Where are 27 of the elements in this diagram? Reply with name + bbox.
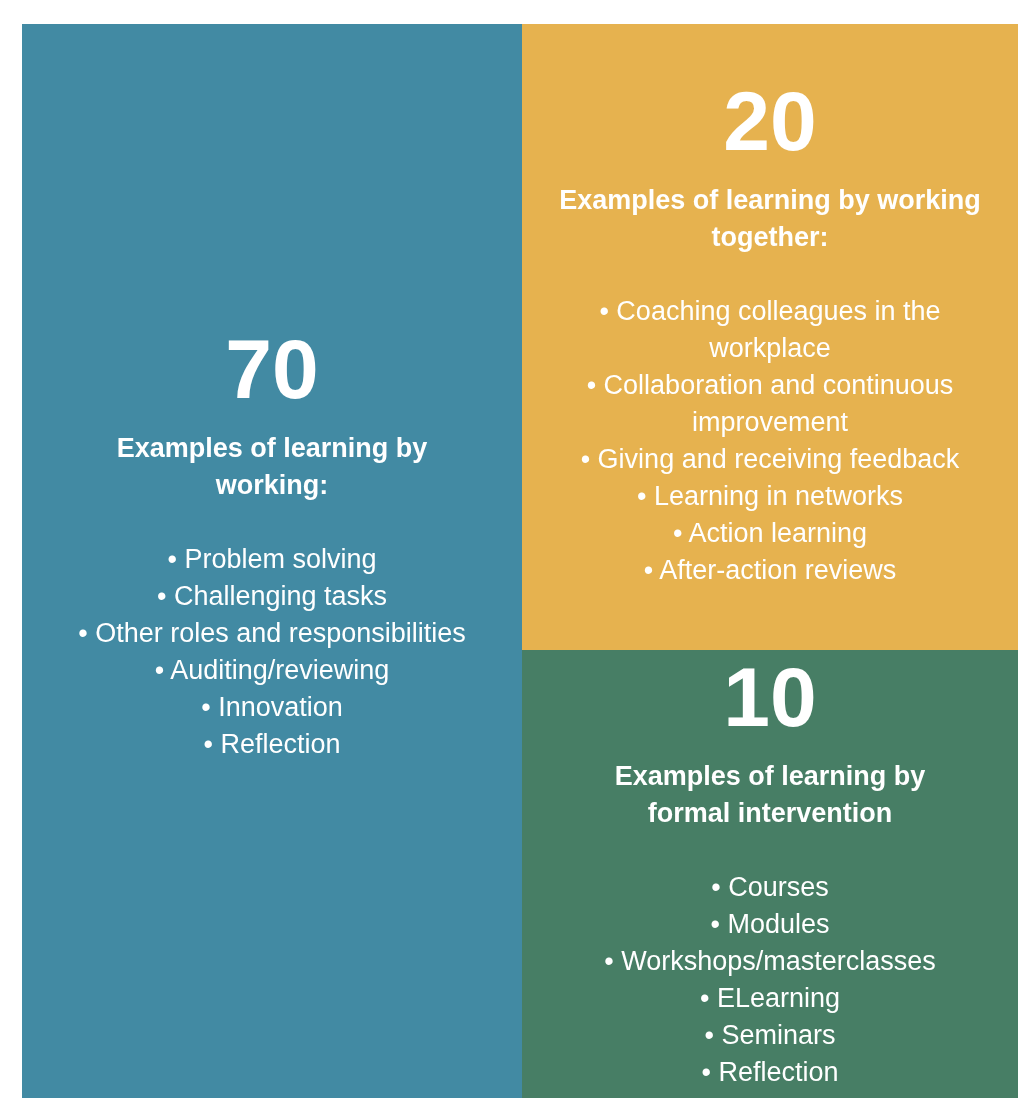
panel-heading: Examples of learning by formal intervention (613, 760, 927, 830)
category-panel (522, 650, 1018, 1098)
bullet-item: • Auditing/reviewing (154, 654, 390, 687)
bullet-item: • Problem solving (167, 543, 377, 576)
percentage-number: 20 (723, 76, 817, 166)
bullet-item: • Courses (711, 871, 829, 904)
bullet-item: • Challenging tasks (156, 580, 388, 613)
bullet-item: • Modules (710, 908, 830, 941)
bullet-item: • Reflection (203, 728, 341, 761)
bullet-item: • After-action reviews (643, 554, 897, 587)
panel-heading: Examples of learning by working together: (558, 184, 982, 254)
bullet-item: • Reflection (701, 1056, 839, 1089)
bullet-item: • Seminars (704, 1019, 836, 1052)
bullet-item: • Giving and receiving feedback (580, 443, 960, 476)
category-panel (22, 24, 522, 1098)
bullet-item: • Action learning (672, 517, 868, 550)
category-panel (522, 24, 1018, 650)
panel-heading: Examples of learning by working: (115, 432, 429, 502)
bullet-item: • Coaching colleagues in the workplace (598, 295, 942, 365)
bullet-item: • Workshops/masterclasses (604, 945, 936, 978)
bullet-item: • Learning in networks (636, 480, 904, 513)
bullet-item: • Innovation (201, 691, 343, 724)
percentage-number: 10 (723, 652, 817, 742)
percentage-number: 70 (225, 324, 319, 414)
bullet-item: • Other roles and responsibilities (78, 617, 466, 650)
bullet-item: • ELearning (699, 982, 841, 1015)
bullet-item: • Collaboration and continuous improvement (585, 369, 955, 439)
